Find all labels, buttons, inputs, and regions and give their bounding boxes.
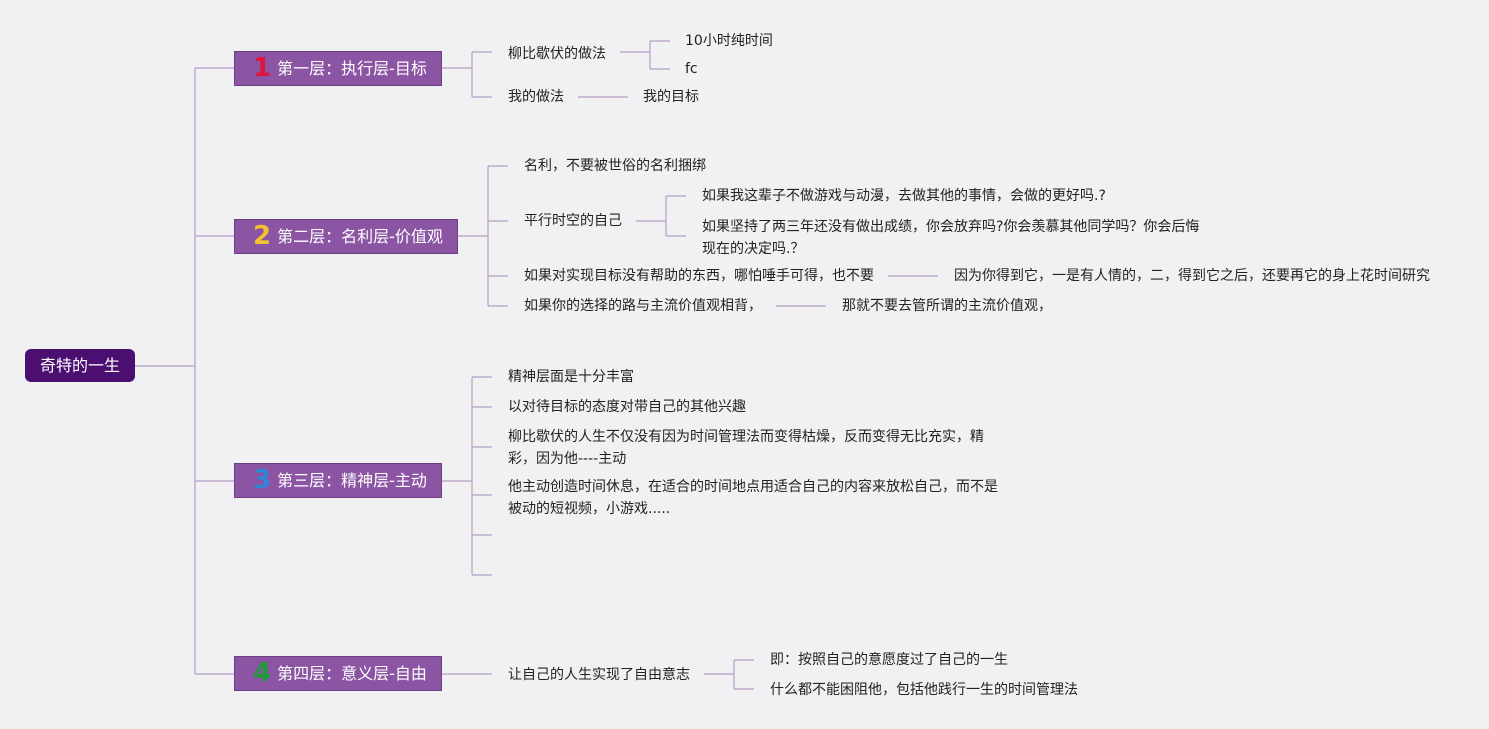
subtopic-active-rest[interactable]: 他主动创造时间休息，在适合的时间地点用适合自己的内容来放松自己，而不是被动的短视… (508, 479, 998, 517)
root-topic[interactable]: 奇特的一生 (25, 349, 135, 382)
number-3-icon: 3 (253, 465, 272, 495)
branch-label: 第二层：名利层-价值观 (277, 227, 443, 246)
subtopic-mainstream-values[interactable]: 如果你的选择的路与主流价值观相背， (524, 298, 762, 314)
branch-topic-2[interactable]: 2 第二层：名利层-价值观 (234, 219, 458, 254)
branch-topic-1[interactable]: 1 第一层：执行层-目标 (234, 51, 442, 86)
subtopic-my-goal[interactable]: 我的目标 (643, 89, 699, 105)
branch-label: 第三层：精神层-主动 (277, 471, 427, 490)
subtopic-fc[interactable]: fc (685, 61, 698, 77)
subtopic-nothing-stops[interactable]: 什么都不能困阻他，包括他践行一生的时间管理法 (770, 682, 1078, 698)
subtopic-10-hours[interactable]: 10小时纯时间 (685, 33, 773, 49)
subtopic-parallel-q2[interactable]: 如果坚持了两三年还没有做出成绩，你会放弃吗?你会羡慕其他同学吗？你会后悔现在的决… (702, 219, 1200, 257)
subtopic-parallel-q1[interactable]: 如果我这辈子不做游戏与动漫，去做其他的事情，会做的更好吗.? (702, 188, 1106, 204)
subtopic-spiritual-rich[interactable]: 精神层面是十分丰富 (508, 369, 634, 385)
number-2-icon: 2 (253, 221, 272, 251)
subtopic-my-method[interactable]: 我的做法 (508, 89, 564, 105)
subtopic-parallel-self[interactable]: 平行时空的自己 (524, 213, 622, 229)
branch-label: 第四层：意义层-自由 (277, 664, 427, 683)
subtopic-lyubishchev-method[interactable]: 柳比歇伏的做法 (508, 46, 606, 62)
number-1-icon: 1 (253, 53, 272, 83)
subtopic-fame[interactable]: 名利，不要被世俗的名利捆绑 ￼ (524, 158, 711, 174)
subtopic-ignore-mainstream[interactable]: 那就不要去管所谓的主流价值观， (842, 298, 1052, 314)
subtopic-own-will[interactable]: 即：按照自己的意愿度过了自己的一生 (770, 652, 1008, 668)
number-4-icon: 4 (253, 658, 272, 688)
branch-topic-3[interactable]: 3 第三层：精神层-主动 (234, 463, 442, 498)
subtopic-useless-reason[interactable]: 因为你得到它，一是有人情的，二，得到它之后，还要再它的身上花时间研究 (954, 268, 1430, 284)
subtopic-free-will[interactable]: 让自己的人生实现了自由意志 (508, 667, 690, 683)
branch-topic-4[interactable]: 4 第四层：意义层-自由 (234, 656, 442, 691)
subtopic-interest-attitude[interactable]: 以对待目标的态度对带自己的其他兴趣 (508, 399, 746, 415)
branch-label: 第一层：执行层-目标 (277, 59, 427, 78)
subtopic-life-fulfilling[interactable]: 柳比歇伏的人生不仅没有因为时间管理法而变得枯燥，反而变得无比充实，精彩，因为他-… (508, 429, 984, 467)
subtopic-useless-things[interactable]: 如果对实现目标没有帮助的东西，哪怕唾手可得，也不要 (524, 268, 874, 284)
